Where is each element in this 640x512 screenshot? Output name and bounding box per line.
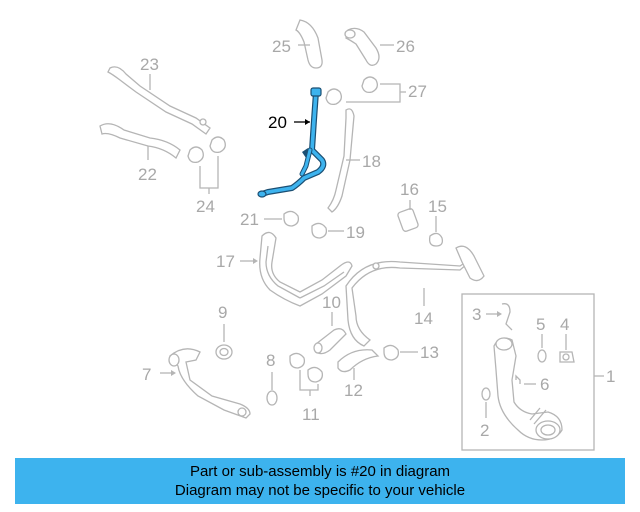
banner-line-1: Part or sub-assembly is #20 in diagram — [189, 463, 451, 480]
part-7-pipe[interactable] — [168, 348, 251, 419]
callout-24[interactable]: 24 — [196, 197, 215, 216]
part-8-oring[interactable] — [266, 390, 278, 406]
callout-23[interactable]: 23 — [140, 55, 159, 74]
callout-8[interactable]: 8 — [266, 351, 275, 370]
callout-26[interactable]: 26 — [396, 37, 415, 56]
callout-21[interactable]: 21 — [240, 210, 259, 229]
leader-3-arrow — [497, 311, 502, 317]
part-26-elbow[interactable] — [344, 27, 380, 66]
part-27-clamps[interactable] — [325, 76, 378, 106]
part-17-pipe-assembly[interactable] — [259, 231, 353, 307]
callout-12[interactable]: 12 — [344, 381, 363, 400]
part-9-oring[interactable] — [215, 344, 233, 360]
callout-17[interactable]: 17 — [216, 252, 235, 271]
callout-15[interactable]: 15 — [428, 197, 447, 216]
part-11-clamps[interactable] — [289, 352, 324, 383]
callout-20[interactable]: 20 — [268, 113, 287, 132]
callout-5[interactable]: 5 — [536, 315, 545, 334]
callout-2[interactable]: 2 — [480, 421, 489, 440]
callout-1[interactable]: 1 — [606, 367, 615, 386]
part-23-pipe[interactable] — [107, 66, 211, 135]
callout-25[interactable]: 25 — [272, 37, 291, 56]
part-10-hose[interactable] — [313, 328, 347, 355]
callout-19[interactable]: 19 — [346, 223, 365, 242]
callout-11[interactable]: 11 — [302, 405, 320, 424]
banner-line-2: Diagram may not be specific to your vehi… — [174, 482, 466, 499]
part-14-pipe[interactable] — [345, 245, 485, 347]
sub-assembly-hose[interactable] — [493, 337, 563, 441]
leader-27 — [346, 83, 406, 103]
leader-17-arrow — [253, 258, 258, 264]
info-banner: Part or sub-assembly is #20 in diagram D… — [15, 458, 625, 504]
leader-11 — [299, 370, 319, 396]
part-24-clamps[interactable] — [187, 136, 226, 164]
part-3-clip[interactable] — [501, 303, 513, 331]
callout-9[interactable]: 9 — [218, 303, 227, 322]
sub-assembly-box[interactable] — [461, 293, 595, 451]
part-18-hose[interactable] — [327, 108, 355, 213]
diagram-canvas: 25 26 27 23 22 24 20 — [99, 19, 615, 451]
callout-22[interactable]: 22 — [138, 165, 157, 184]
part-25-hose[interactable] — [295, 19, 323, 69]
part-5-oring[interactable] — [537, 349, 547, 363]
part-21-clamp[interactable] — [283, 210, 300, 227]
callout-18[interactable]: 18 — [362, 152, 381, 171]
callout-16[interactable]: 16 — [400, 180, 419, 199]
callout-7[interactable]: 7 — [142, 365, 151, 384]
part-13-clamp[interactable] — [383, 344, 400, 361]
callout-3[interactable]: 3 — [472, 305, 481, 324]
part-22-hose[interactable] — [99, 123, 181, 160]
part-16-sleeve[interactable] — [397, 208, 419, 232]
callout-4[interactable]: 4 — [560, 315, 569, 334]
leader-7-arrow — [171, 370, 176, 376]
part-20-hose-highlighted[interactable] — [257, 87, 327, 198]
callout-14[interactable]: 14 — [414, 309, 433, 328]
part-2-oring[interactable] — [481, 387, 491, 401]
part-12-hose[interactable] — [337, 349, 380, 373]
callout-10[interactable]: 10 — [322, 293, 341, 312]
leader-24 — [199, 156, 219, 194]
leader-20-arrow — [305, 119, 310, 125]
callout-13[interactable]: 13 — [420, 343, 439, 362]
part-4-sensor[interactable] — [559, 351, 575, 363]
part-6-clip[interactable] — [515, 374, 521, 384]
callout-6[interactable]: 6 — [540, 375, 549, 394]
part-19-clamp[interactable] — [311, 222, 328, 239]
part-15-clamp[interactable] — [428, 232, 444, 247]
callout-27[interactable]: 27 — [408, 82, 427, 101]
